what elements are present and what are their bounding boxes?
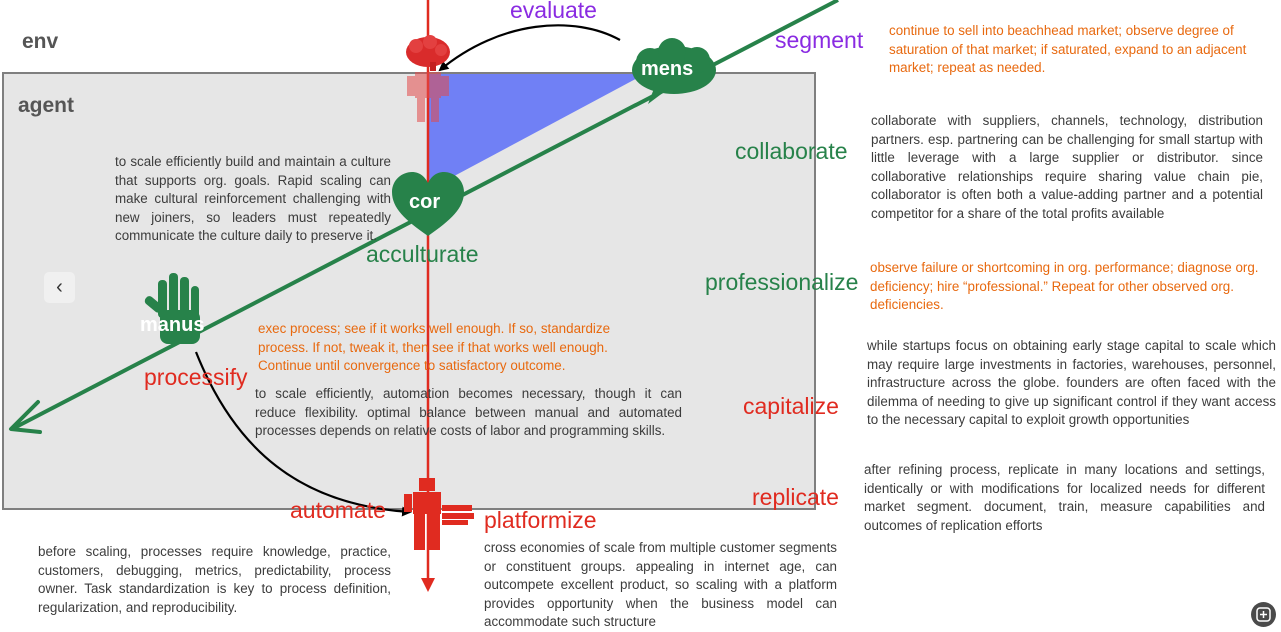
hand-icon	[144, 273, 200, 344]
screenshot-icon	[1256, 607, 1271, 622]
env-label: env	[22, 30, 59, 53]
cor-label: cor	[409, 191, 441, 213]
professionalize-label: professionalize	[705, 269, 859, 295]
robot-icon	[407, 72, 449, 122]
heart-icon	[392, 172, 464, 236]
capitalize-label: capitalize	[743, 393, 839, 419]
processify-paragraph: exec process; see if it works well enoug…	[258, 321, 611, 374]
processify-label: processify	[144, 364, 248, 390]
standardize-paragraph: before scaling, processes require knowle…	[38, 544, 391, 615]
automate-label: automate	[290, 497, 386, 523]
segment-paragraph: continue to sell into beachhead market; …	[889, 23, 1247, 76]
collaborate-label: collaborate	[735, 138, 848, 164]
blue-triangle	[428, 74, 645, 190]
screenshot-button[interactable]	[1251, 602, 1276, 627]
automate-paragraph: to scale efficiently, automation becomes…	[255, 386, 682, 439]
robot-icon	[404, 478, 474, 550]
evaluate-label: evaluate	[510, 0, 597, 23]
red-arrowhead	[421, 578, 435, 592]
replicate-paragraph: after refining process, replicate in man…	[864, 462, 1265, 533]
green-arrowhead	[9, 400, 42, 434]
collaborate-paragraph: collaborate with suppliers, channels, te…	[871, 113, 1263, 221]
acculturate-label: acculturate	[366, 241, 479, 267]
segment-label: segment	[775, 27, 864, 53]
platformize-label: platformize	[484, 507, 597, 533]
mens-label: mens	[641, 58, 694, 80]
chevron-left-icon: ‹	[56, 276, 63, 298]
agent-box	[2, 72, 816, 510]
replicate-label: replicate	[752, 484, 839, 510]
platformize-paragraph: cross economies of scale from multiple c…	[484, 540, 837, 630]
agent-label: agent	[18, 94, 75, 117]
automate-arrow	[194, 351, 412, 517]
manus-label: manus	[140, 314, 205, 336]
capitalize-paragraph: while startups focus on obtaining early …	[867, 338, 1276, 428]
brain-icon	[632, 38, 716, 104]
professionalize-paragraph: observe failure or shortcoming in org. p…	[870, 260, 1259, 313]
evaluate-arrow	[438, 24, 621, 72]
brain-icon	[406, 35, 450, 71]
previous-slide-button[interactable]: ‹	[44, 272, 75, 303]
acculturate-paragraph: to scale efficiently build and maintain …	[115, 154, 391, 244]
